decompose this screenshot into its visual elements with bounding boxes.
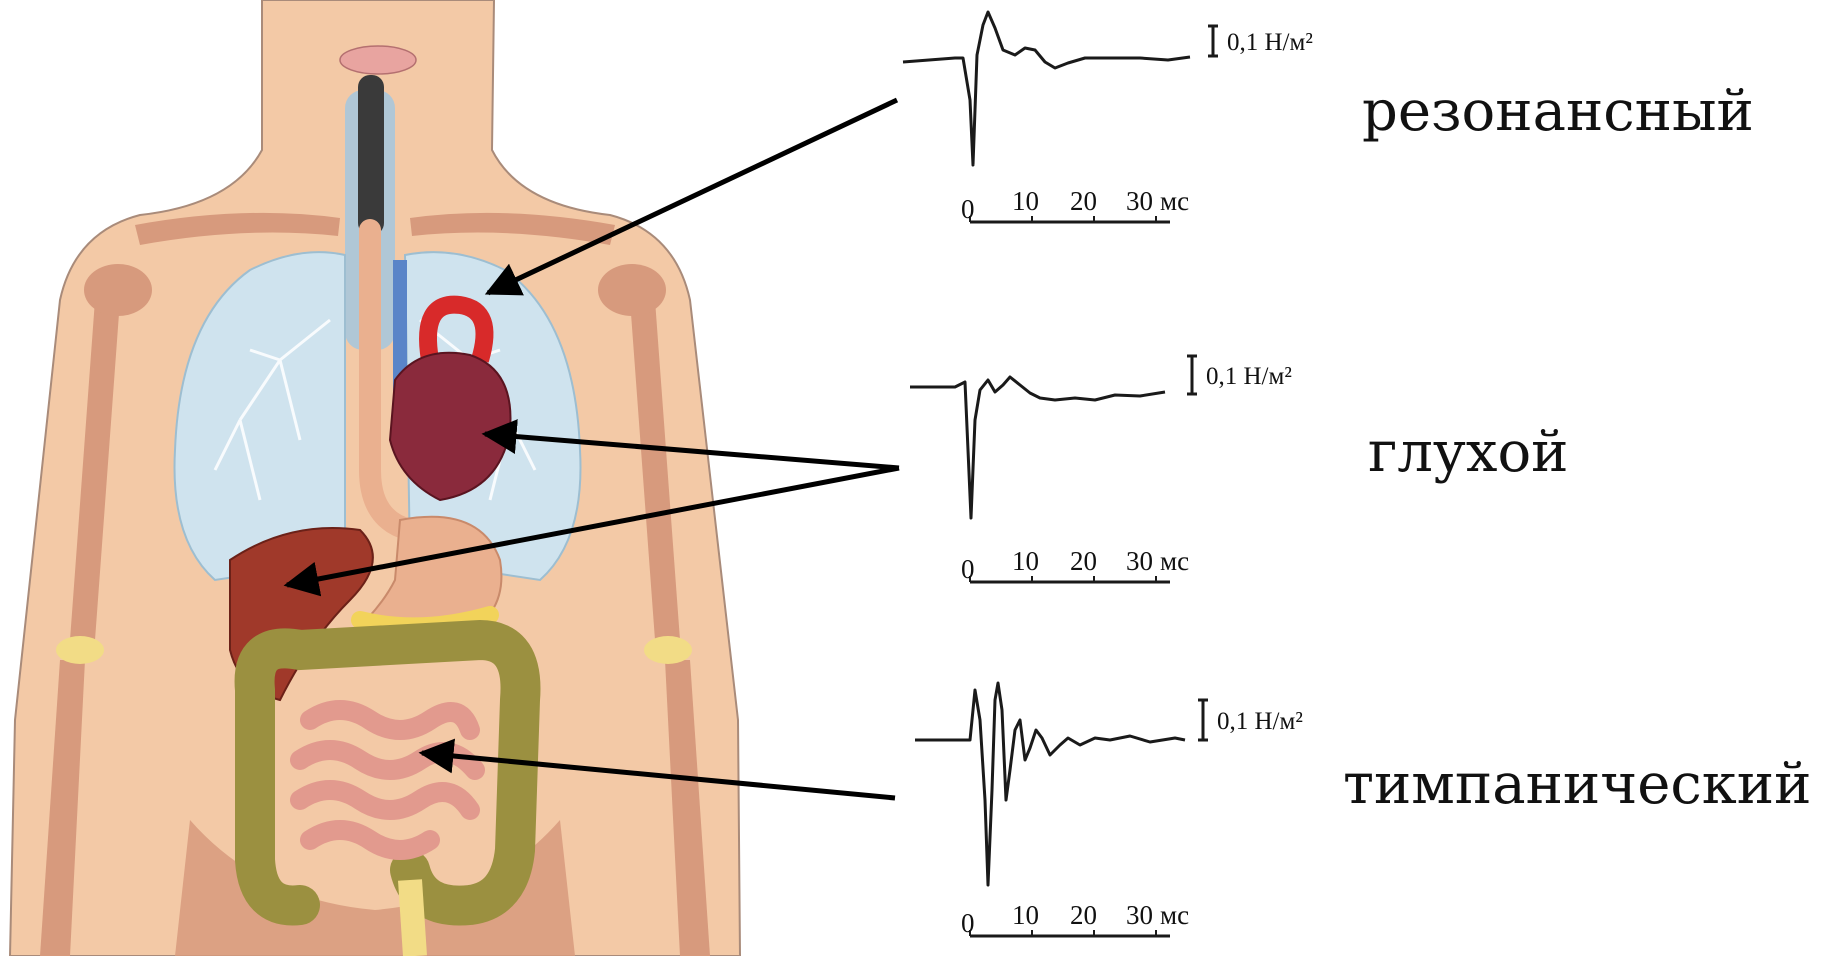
waveform-trace — [903, 12, 1190, 165]
rectum — [410, 880, 415, 956]
scale-bar — [1187, 356, 1197, 394]
waveform-trace — [915, 683, 1185, 885]
label-tympanic: тимпанический — [1343, 757, 1811, 813]
tick-label-30: 30 — [1126, 546, 1153, 576]
esophagus — [358, 75, 384, 235]
tick-label-20: 20 — [1070, 186, 1097, 216]
tick-label-10: 10 — [1012, 546, 1039, 576]
tick-label-20: 20 — [1070, 546, 1097, 576]
time-unit-label: мс — [1160, 186, 1189, 216]
tick-label-0: 0 — [961, 554, 975, 584]
tick-label-20: 20 — [1070, 900, 1097, 930]
scale-bar — [1208, 26, 1218, 56]
torso-illustration — [10, 0, 740, 956]
tick-label-0: 0 — [961, 194, 975, 224]
scale-label: 0,1 Н/м² — [1217, 708, 1303, 735]
scale-label: 0,1 Н/м² — [1206, 363, 1292, 390]
left-elbow-joint — [56, 636, 104, 664]
time-unit-label: мс — [1160, 546, 1189, 576]
tick-label-30: 30 — [1126, 186, 1153, 216]
left-shoulder-joint — [84, 264, 152, 316]
label-dull: глухой — [1368, 425, 1568, 481]
waveform-trace — [910, 377, 1165, 518]
label-resonant: резонансный — [1362, 84, 1754, 140]
lips — [340, 46, 416, 74]
tick-label-10: 10 — [1012, 186, 1039, 216]
scale-label: 0,1 Н/м² — [1227, 29, 1313, 56]
right-shoulder-joint — [598, 264, 666, 316]
time-unit-label: мс — [1160, 900, 1189, 930]
tick-label-0: 0 — [961, 908, 975, 938]
tick-label-30: 30 — [1126, 900, 1153, 930]
right-elbow-joint — [644, 636, 692, 664]
tick-label-10: 10 — [1012, 900, 1039, 930]
arrow-to-lungs — [488, 100, 897, 293]
scale-bar — [1198, 700, 1208, 740]
